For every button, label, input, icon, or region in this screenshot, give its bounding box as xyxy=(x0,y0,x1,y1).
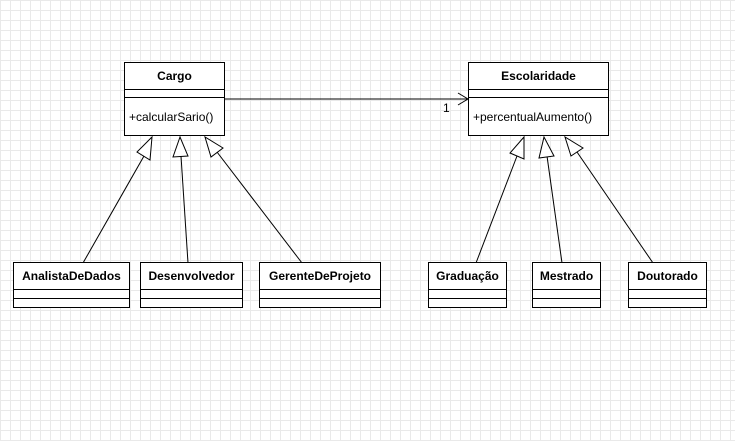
class-desenvolvedor[interactable]: Desenvolvedor xyxy=(140,262,243,308)
class-graduacao[interactable]: Graduação xyxy=(428,262,507,308)
methods-section xyxy=(533,298,600,307)
class-name: GerenteDeProjeto xyxy=(268,269,372,283)
class-name: Desenvolvedor xyxy=(148,269,235,283)
generalization-analista-arrow xyxy=(136,135,153,161)
attributes-section xyxy=(629,289,706,298)
attributes-section xyxy=(429,289,506,298)
class-method: +percentualAumento() xyxy=(469,97,608,135)
class-analista-de-dados[interactable]: AnalistaDeDados xyxy=(13,262,130,308)
association-multiplicity: 1 xyxy=(443,101,450,115)
generalization-mestrado-line[interactable] xyxy=(546,155,563,264)
class-name: AnalistaDeDados xyxy=(22,269,121,283)
attributes-section xyxy=(260,289,380,298)
generalization-desenvolvedor-line[interactable] xyxy=(180,155,189,264)
methods-section xyxy=(429,298,506,307)
class-name: Escolaridade xyxy=(501,69,576,83)
attributes-section xyxy=(469,89,608,97)
class-cargo[interactable]: Cargo +calcularSario() xyxy=(124,62,225,136)
generalization-graduacao-arrow xyxy=(509,135,525,160)
attributes-section xyxy=(14,289,129,298)
class-mestrado[interactable]: Mestrado xyxy=(532,262,601,308)
methods-section xyxy=(260,298,380,307)
methods-section xyxy=(141,298,242,307)
attributes-section xyxy=(141,289,242,298)
generalization-gerente-line[interactable] xyxy=(216,151,303,264)
generalization-graduacao-line[interactable] xyxy=(475,155,518,264)
class-gerente-de-projeto[interactable]: GerenteDeProjeto xyxy=(259,262,381,308)
methods-section xyxy=(629,298,706,307)
class-escolaridade[interactable]: Escolaridade +percentualAumento() xyxy=(468,62,609,136)
attributes-section xyxy=(125,89,224,97)
class-name: Mestrado xyxy=(539,269,594,283)
class-method: +calcularSario() xyxy=(125,97,224,135)
generalization-doutorado-line[interactable] xyxy=(576,151,654,264)
generalization-gerente-arrow xyxy=(204,135,224,158)
class-name: Cargo xyxy=(157,69,192,83)
class-name: Doutorado xyxy=(637,269,698,283)
generalization-doutorado-arrow xyxy=(564,135,584,157)
class-doutorado[interactable]: Doutorado xyxy=(628,262,707,308)
generalization-analista-line[interactable] xyxy=(82,155,145,264)
class-name: Graduação xyxy=(436,269,499,283)
methods-section xyxy=(14,298,129,307)
generalization-desenvolvedor-arrow xyxy=(172,135,189,158)
generalization-mestrado-arrow xyxy=(538,135,555,159)
attributes-section xyxy=(533,289,600,298)
